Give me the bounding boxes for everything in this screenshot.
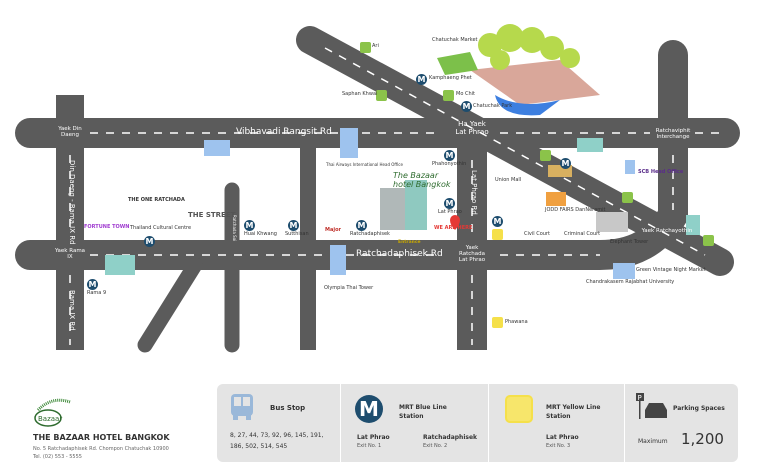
bus-icon bbox=[231, 394, 253, 420]
parking-label: Maximum bbox=[638, 438, 668, 445]
place-sutthisan: Sutthisan bbox=[285, 231, 309, 237]
place-lat-phrao-station: Lat Phrao bbox=[438, 209, 462, 215]
buildings bbox=[105, 128, 700, 279]
place-chandrakasem: Chandrakasem Rajabhat University bbox=[586, 279, 675, 285]
bus-routes: 8, 27, 44, 73, 92, 96, 145, 191, bbox=[230, 432, 324, 439]
mrt-icon: M bbox=[444, 150, 455, 161]
junction-ha-yaek: Ha Yaek Lat Phrao bbox=[455, 120, 489, 136]
place-major: Major bbox=[325, 227, 341, 233]
mrt-icon: M bbox=[87, 279, 98, 290]
place-kamphaeng-phet: Kamphaeng Phet bbox=[429, 75, 472, 81]
mrt-icon: M bbox=[560, 158, 571, 169]
bus-title: Bus Stop bbox=[270, 404, 306, 412]
mrt-icon: M bbox=[144, 236, 155, 247]
junction-ratchayothin: Yaek Ratchayothin bbox=[641, 228, 693, 234]
bts-icon bbox=[360, 42, 371, 53]
mrt-icon: M bbox=[244, 220, 255, 231]
place-jodd-fairs: JODD FAIRS DanNeramit bbox=[545, 207, 606, 213]
road-rama9-diag bbox=[137, 257, 203, 353]
place-cultural-centre: Thailand Cultural Centre bbox=[130, 225, 192, 231]
yellow-line-icon bbox=[492, 229, 503, 240]
mrt-icon: M bbox=[492, 216, 503, 227]
hotel-address: No. 5 Ratchadaphisek Rd. Chompon Chatuch… bbox=[33, 446, 169, 452]
label-lat-phrao: Lat Phrao Rd bbox=[470, 170, 478, 215]
hotel-name: THE BAZAAR HOTEL BANGKOK bbox=[33, 433, 170, 442]
junction-rama9: Yaek Rama IX bbox=[54, 248, 86, 261]
label-ratchadaphisek: Ratchadaphisek Rd bbox=[356, 249, 443, 259]
legend-yellow-line: MRT Yellow Line Station Lat Phrao Exit N… bbox=[488, 384, 625, 462]
place-chatuchak-market: Chatuchak Market bbox=[432, 37, 478, 43]
yellow-title: MRT Yellow Line bbox=[546, 404, 601, 411]
place-phawana: Phawana bbox=[505, 319, 528, 325]
place-phahon: Phahonyothin bbox=[432, 161, 467, 167]
junction-ratchada-lat-phrao: Yaek Ratchada Lat Phrao bbox=[458, 245, 486, 264]
place-criminal-court: Criminal Court bbox=[564, 231, 601, 237]
parking-title: Parking Spaces bbox=[673, 405, 725, 412]
mrt-blue-icon: M bbox=[355, 395, 383, 423]
mrt-icon: M bbox=[288, 220, 299, 231]
we-are-here-label: WE ARE HERE bbox=[434, 225, 473, 231]
bts-icon bbox=[703, 235, 714, 246]
parking-car-icon: P bbox=[636, 393, 667, 419]
place-green-vintage: Green Vintage Night Market bbox=[636, 267, 706, 273]
parking-value: 1,200 bbox=[681, 430, 724, 448]
place-union-mall: Union Mall bbox=[495, 177, 522, 183]
place-ari: Ari bbox=[372, 43, 379, 49]
place-the-one: THE ONE RATCHADA bbox=[128, 197, 185, 203]
blue-title: MRT Blue Line bbox=[399, 404, 447, 411]
bts-icon bbox=[540, 150, 551, 161]
mrt-icon: M bbox=[461, 101, 472, 112]
label-din-daeng: Din Daeng - Rama IX Rd bbox=[68, 160, 76, 245]
place-scb: SCB Head Office bbox=[638, 169, 684, 175]
yellow-line-icon bbox=[492, 317, 503, 328]
yellow-title-2: Station bbox=[546, 413, 571, 420]
mrt-yellow-icon bbox=[505, 395, 533, 423]
we-are-here-pin bbox=[450, 215, 460, 230]
blue-title-2: Station bbox=[399, 413, 424, 420]
bazaar-logo: Bazaar bbox=[34, 398, 71, 427]
junction-ratchaviphit: Ratchaviphit Interchange bbox=[655, 128, 691, 141]
park bbox=[437, 24, 600, 116]
legend-blue-line: M MRT Blue Line Station Lat Phrao Exit N… bbox=[340, 384, 489, 462]
yellow-exit: Exit No. 3 bbox=[546, 443, 571, 449]
bazaar-map-logo: The Bazaar hotel Bangkok bbox=[393, 171, 451, 189]
bus-routes: 186, 502, 514, 545 bbox=[230, 443, 288, 450]
blue-station-1: Lat Phrao bbox=[357, 434, 390, 441]
bts-icon bbox=[622, 192, 633, 203]
place-thai-airways: Thai Airways International Head Office bbox=[326, 162, 403, 167]
label-vibhavadi: Vibhavadi Rangsit Rd bbox=[236, 127, 332, 137]
road-network bbox=[15, 24, 740, 353]
place-huai-khwang: Huai Khwang bbox=[244, 231, 277, 237]
legend-panel: Bus Stop 8, 27, 44, 73, 92, 96, 145, 191… bbox=[217, 384, 738, 462]
place-the-street: THE STREET bbox=[188, 211, 236, 219]
entrance-label: Entrance bbox=[398, 240, 421, 245]
place-fortune: FORTUNE TOWN bbox=[84, 224, 130, 230]
place-mo-chit: Mo Chit bbox=[456, 91, 475, 97]
mrt-icon: M bbox=[416, 74, 427, 85]
svg-text:Bazaar: Bazaar bbox=[38, 415, 62, 423]
bts-icon bbox=[443, 90, 454, 101]
blue-station-2: Ratchadaphisek bbox=[423, 434, 478, 441]
mrt-icon: M bbox=[444, 198, 455, 209]
place-olympia: Olympia Thai Tower bbox=[324, 285, 374, 291]
place-saphan-khwai: Saphan Khwai bbox=[342, 91, 378, 97]
label-rama9: Rama IX Rd bbox=[68, 290, 76, 331]
place-civil-court: Civil Court bbox=[524, 231, 550, 237]
place-chatuchak-park: Chatuchak Park bbox=[473, 103, 513, 109]
place-rama9: Rama 9 bbox=[87, 290, 107, 296]
svg-text:P: P bbox=[638, 394, 642, 402]
mrt-icon: M bbox=[356, 220, 367, 231]
blue-exit-2: Exit No. 2 bbox=[423, 443, 448, 449]
yellow-station: Lat Phrao bbox=[546, 434, 579, 441]
place-ratchadaphisek-station: Ratchadaphisek bbox=[350, 231, 390, 237]
place-elephant-tower: Elephant Tower bbox=[610, 239, 649, 245]
blue-exit-1: Exit No. 1 bbox=[357, 443, 382, 449]
bts-icon bbox=[376, 90, 387, 101]
junction-din-daeng: Yaek Din Daeng bbox=[58, 126, 82, 139]
legend-parking: P Parking Spaces Maximum 1,200 bbox=[624, 384, 739, 462]
hotel-tel: Tel. (02) 553 - 5555 bbox=[33, 454, 82, 460]
